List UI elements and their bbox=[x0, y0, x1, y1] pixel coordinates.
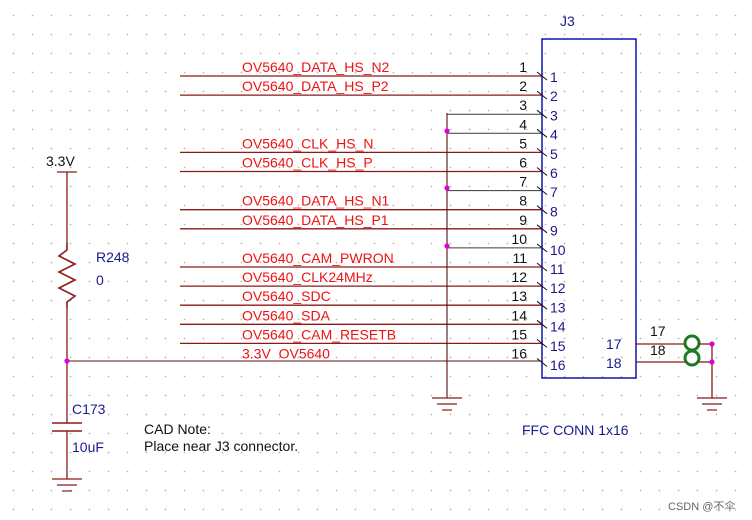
connector-pin-label-2: 2 bbox=[550, 88, 558, 104]
capacitor-value: 10uF bbox=[72, 439, 104, 455]
connector-pin-label-1: 1 bbox=[550, 69, 558, 85]
net-label-pin-13: OV5640_SDC bbox=[242, 288, 331, 304]
connector-pin-label-7: 7 bbox=[550, 184, 558, 200]
junction-dot-shield-17 bbox=[709, 341, 715, 347]
pin-number-8: 8 bbox=[519, 193, 527, 209]
ground-symbol-capacitor bbox=[52, 478, 82, 492]
net-label-pin-5: OV5640_CLK_HS_N bbox=[242, 135, 374, 151]
pin-number-5: 5 bbox=[519, 135, 527, 151]
pin-number-11: 11 bbox=[512, 250, 527, 266]
shield-ring-17 bbox=[683, 334, 701, 352]
connector-pin-label-13: 13 bbox=[550, 299, 566, 315]
net-label-pin-14: OV5640_SDA bbox=[242, 307, 331, 323]
connector-refdes: J3 bbox=[560, 13, 575, 29]
connector-value: FFC CONN 1x16 bbox=[522, 422, 629, 438]
connector-pin-label-3: 3 bbox=[550, 107, 558, 123]
pin-mark-7 bbox=[536, 186, 548, 195]
connector-pin-label-11: 11 bbox=[550, 261, 565, 277]
cad-note-text: Place near J3 connector. bbox=[144, 438, 298, 454]
pin-number-15: 15 bbox=[511, 326, 527, 342]
pin-number-13: 13 bbox=[511, 288, 527, 304]
pin-mark-14 bbox=[536, 319, 548, 329]
connector-pin-label-14: 14 bbox=[550, 319, 566, 335]
connector-pin-label-9: 9 bbox=[550, 223, 558, 239]
net-label-pin-6: OV5640_CLK_HS_P bbox=[242, 155, 373, 171]
capacitor-refdes: C173 bbox=[72, 401, 106, 417]
pin-number-2: 2 bbox=[519, 78, 527, 94]
pin-mark-11 bbox=[536, 262, 548, 272]
connector-pin-label-15: 15 bbox=[550, 338, 566, 354]
pin-mark-1 bbox=[536, 71, 548, 81]
watermark: CSDN @不伞 bbox=[668, 499, 735, 513]
connector-pin-label-5: 5 bbox=[550, 146, 558, 162]
pin-number-12: 12 bbox=[511, 269, 527, 285]
connector-pin-label-6: 6 bbox=[550, 165, 558, 181]
pin-number-4: 4 bbox=[519, 116, 527, 132]
shield-ring-18 bbox=[683, 349, 701, 367]
net-label-pin-1: OV5640_DATA_HS_N2 bbox=[242, 59, 390, 75]
net-label-pin-15: OV5640_CAM_RESETB bbox=[242, 326, 396, 342]
net-label-pin-8: OV5640_DATA_HS_N1 bbox=[242, 193, 390, 209]
shield-pin-number-17: 17 bbox=[650, 323, 666, 339]
pin-mark-16 bbox=[536, 358, 548, 367]
net-label-pin-9: OV5640_DATA_HS_P1 bbox=[242, 212, 389, 228]
connector-pin-label-10: 10 bbox=[550, 242, 566, 258]
connector-body[interactable] bbox=[541, 38, 637, 379]
resistor-refdes: R248 bbox=[96, 249, 130, 265]
pin-mark-6 bbox=[536, 167, 548, 176]
pin-mark-12 bbox=[536, 281, 548, 291]
junction-dot-pin4 bbox=[444, 128, 450, 134]
connector-pin-label-4: 4 bbox=[550, 127, 558, 143]
net-wires bbox=[180, 71, 548, 367]
shield-pin-label-17: 17 bbox=[606, 336, 622, 352]
ground-symbol-bus bbox=[432, 397, 462, 411]
pin-mark-4 bbox=[536, 128, 548, 138]
pin-mark-10 bbox=[536, 243, 548, 253]
pin-number-16: 16 bbox=[511, 346, 527, 362]
junction-dot-pin7 bbox=[444, 185, 450, 191]
net-label-pin-16: 3.3V_OV5640 bbox=[242, 346, 330, 362]
pin-number-1: 1 bbox=[519, 59, 527, 75]
resistor-r248[interactable] bbox=[57, 243, 77, 308]
connector-pin-label-8: 8 bbox=[550, 203, 558, 219]
pin-number-14: 14 bbox=[511, 307, 527, 323]
cad-note-title: CAD Note: bbox=[144, 421, 211, 437]
pin-mark-15 bbox=[536, 339, 548, 348]
connector-pin-label-12: 12 bbox=[550, 280, 566, 296]
pin-mark-9 bbox=[536, 224, 548, 234]
ground-symbol-shield bbox=[697, 397, 727, 411]
pin-mark-13 bbox=[536, 300, 548, 310]
pin-number-9: 9 bbox=[519, 212, 527, 228]
pin-mark-2 bbox=[536, 90, 548, 100]
net-labels: OV5640_DATA_HS_N2OV5640_DATA_HS_P2OV5640… bbox=[242, 59, 396, 362]
pin-mark-5 bbox=[536, 148, 548, 157]
net-label-pin-2: OV5640_DATA_HS_P2 bbox=[242, 78, 389, 94]
connector-pin-label-16: 16 bbox=[550, 357, 566, 373]
pin-mark-3 bbox=[536, 109, 548, 119]
net-label-pin-11: OV5640_CAM_PWRON bbox=[242, 250, 394, 266]
pin-number-10: 10 bbox=[511, 231, 527, 247]
resistor-value: 0 bbox=[96, 272, 104, 288]
power-label: 3.3V bbox=[46, 153, 75, 169]
junction-dot-shield-18 bbox=[709, 359, 715, 365]
pin-number-7: 7 bbox=[519, 174, 527, 190]
pin-mark-8 bbox=[536, 205, 548, 215]
pin-number-6: 6 bbox=[519, 155, 527, 171]
pin-number-3: 3 bbox=[519, 97, 527, 113]
junction-dot-rail bbox=[64, 358, 70, 364]
shield-pin-number-18: 18 bbox=[650, 342, 666, 358]
shield-pin-label-18: 18 bbox=[606, 355, 622, 371]
net-label-pin-12: OV5640_CLK24MHz bbox=[242, 269, 373, 285]
junction-dot-pin10 bbox=[444, 243, 450, 249]
